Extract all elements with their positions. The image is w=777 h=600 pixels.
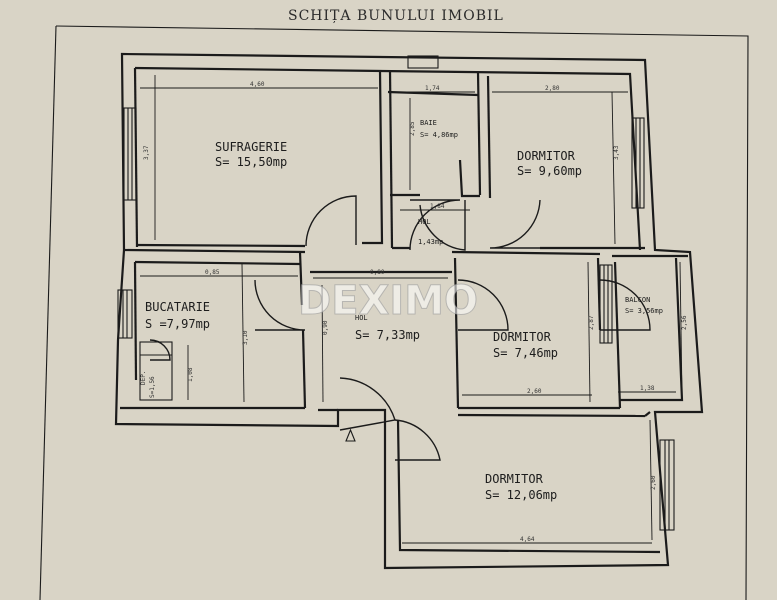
dim-label: 0,90 [322,320,329,335]
dim-label: 1,74 [425,85,440,92]
room-name-sufragerie: SUFRAGERIE [215,140,287,154]
dim-label: 0,80 [370,269,385,276]
room-name-balcon: BALCON [625,296,650,304]
dim-label: 2,85 [409,121,416,136]
interior-walls [120,69,688,554]
room-area-sufragerie: S= 15,50mp [215,155,287,169]
watermark-text: DEXIMO [298,278,478,324]
dim-label: 4,64 [520,536,535,543]
room-area-camara: S=1,56 [149,376,156,398]
room-labels: SUFRAGERIE S= 15,50mp BAIE S= 4,86mp DOR… [140,119,663,502]
room-name-bucatarie: BUCATARIE [145,300,210,314]
room-area-balcon: S= 3,56mp [625,307,663,315]
paper-frame [55,25,749,600]
dim-label: 2,87 [588,315,595,330]
dimension-labels: 4,60 3,37 1,74 2,85 2,80 3,43 1,84 0,85 … [143,81,688,543]
room-name-hol: HOL [355,314,368,322]
room-area-dormitor-3: S= 12,06mp [485,488,557,502]
closet [139,341,173,401]
paper-frame-left [39,25,57,600]
room-area-baie: S= 4,86mp [420,131,458,139]
dim-label: 2,60 [650,475,657,490]
doors [149,195,651,461]
room-area-hol: S= 7,33mp [355,328,420,342]
room-name-dormitor-1: DORMITOR [517,149,576,163]
dim-label: 1,84 [430,203,445,210]
room-name-dormitor-2: DORMITOR [493,330,552,344]
entrance-marker-icon [345,428,356,442]
plan-title: SCHIȚA BUNULUI IMOBIL [288,8,504,24]
dim-label: 1,38 [640,385,655,392]
dim-label: 2,56 [681,315,688,330]
dim-label: 3,10 [242,330,249,345]
room-area-bucatarie: S =7,97mp [145,317,210,331]
windows [117,55,675,531]
room-area-hol-mic: 1,43mp [418,238,443,246]
room-name-camara: DEP. [140,371,147,385]
room-area-dormitor-2: S= 7,46mp [493,346,558,360]
room-name-dormitor-3: DORMITOR [485,472,544,486]
dim-label: 4,60 [250,81,265,88]
dimension-lines [140,75,683,544]
dim-label: 3,43 [613,145,620,160]
room-area-dormitor-1: S= 9,60mp [517,164,582,178]
dim-label: 3,37 [143,145,150,160]
dim-label: 1,08 [187,367,194,382]
room-name-baie: BAIE [420,119,437,127]
room-name-hol-mic: HOL [418,218,431,226]
dim-label: 0,85 [205,269,220,276]
dim-label: 2,80 [545,85,560,92]
watermark-logo: DEXIMO [298,278,479,325]
dim-label: 2,60 [527,388,542,395]
